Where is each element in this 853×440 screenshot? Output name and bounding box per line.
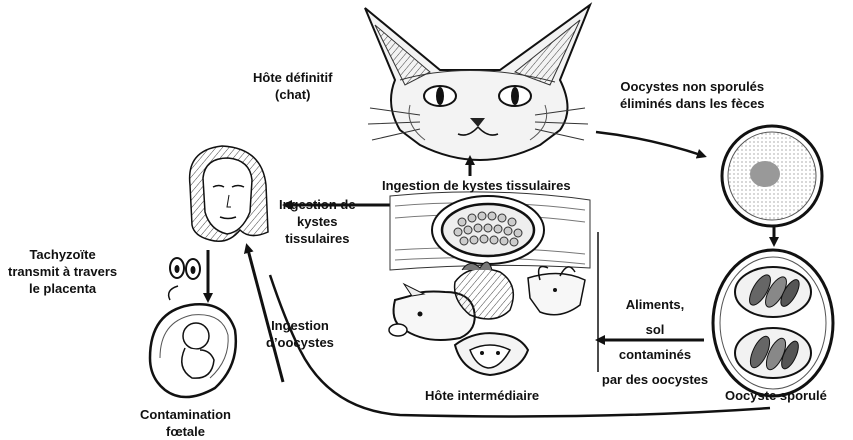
food-line-1: Aliments, xyxy=(590,292,720,317)
tachyzoite-line-3: le placenta xyxy=(8,280,117,297)
oocyst-ingestion-line-1: Ingestion xyxy=(266,317,334,334)
intermediate-host-label: Hôte intermédiaire xyxy=(425,387,539,404)
sporulated-oocyst-illustration xyxy=(713,250,833,396)
fetal-line-1: Contamination xyxy=(140,406,231,423)
human-head-illustration xyxy=(190,146,268,241)
sporulated-oocyst-label: Oocyste sporulé xyxy=(725,387,827,404)
food-line-2: sol xyxy=(590,317,720,342)
tachyzoites-illustration xyxy=(170,258,200,279)
definitive-host-line-1: Hôte définitif xyxy=(253,69,332,86)
definitive-host-line-2: (chat) xyxy=(253,86,332,103)
ingestion-tissue-cysts-label: Ingestion de kystes tissulaires xyxy=(382,177,571,194)
unsporulated-line-2: éliminés dans les fèces xyxy=(620,95,765,112)
fetus-illustration xyxy=(150,286,236,397)
intermediate-host-animals-illustration xyxy=(389,262,585,375)
oocyst-ingestion-label: Ingestion d’oocystes xyxy=(266,317,334,351)
ingestion-tissue-cysts-left-label: Ingestion de kystes tissulaires xyxy=(279,196,356,247)
tissue-cyst-illustration xyxy=(390,192,590,270)
ingestion-left-line-1: Ingestion de xyxy=(279,196,356,213)
tachyzoite-line-1: Tachyzoïte xyxy=(8,246,117,263)
fetal-contamination-label: Contamination fœtale xyxy=(140,406,231,440)
unsporulated-line-1: Oocystes non sporulés xyxy=(620,78,765,95)
food-line-3: contaminés xyxy=(590,342,720,367)
tachyzoite-line-2: transmit à travers xyxy=(8,263,117,280)
ingestion-left-line-3: tissulaires xyxy=(279,230,356,247)
unsporulated-oocyst-illustration xyxy=(722,126,822,226)
food-line-4: par des oocystes xyxy=(590,367,720,392)
unsporulated-oocysts-label: Oocystes non sporulés éliminés dans les … xyxy=(620,78,765,112)
contaminated-food-label: Aliments, sol contaminés par des oocyste… xyxy=(590,292,720,392)
arrow-oocysts-to-human xyxy=(247,246,283,382)
oocyst-ingestion-line-2: d’oocystes xyxy=(266,334,334,351)
arrow-cat-to-oocysts xyxy=(596,132,704,156)
cat-head-illustration xyxy=(365,5,590,160)
ingestion-left-line-2: kystes xyxy=(279,213,356,230)
definitive-host-label: Hôte définitif (chat) xyxy=(253,69,332,103)
tachyzoite-transmission-label: Tachyzoïte transmit à travers le placent… xyxy=(8,246,117,297)
fetal-line-2: fœtale xyxy=(140,423,231,440)
